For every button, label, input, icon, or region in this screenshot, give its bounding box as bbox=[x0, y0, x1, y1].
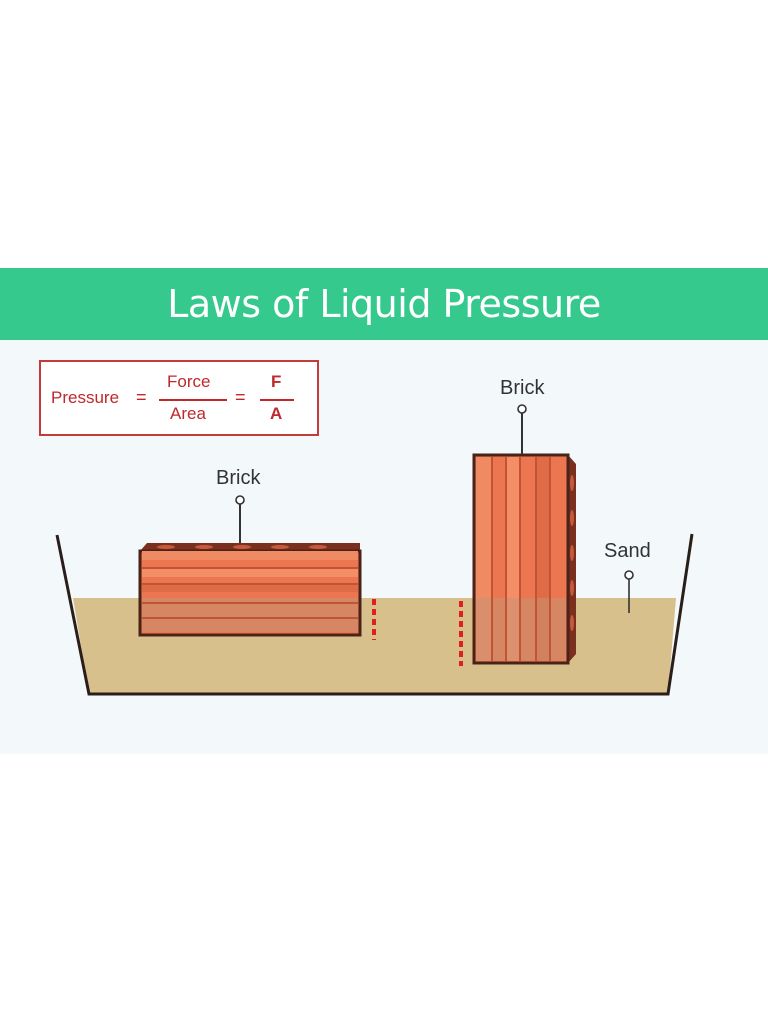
formula-fraction-bar bbox=[159, 399, 227, 401]
formula-force-label: Force bbox=[167, 372, 211, 391]
formula-equals-sign-2: = bbox=[235, 387, 246, 407]
tray-outline bbox=[55, 533, 694, 696]
horizontal-brick bbox=[138, 543, 362, 637]
vertical-brick bbox=[472, 453, 576, 665]
formula-symbol-fraction-bar bbox=[260, 399, 294, 401]
page-title: Laws of Liquid Pressure bbox=[167, 282, 601, 326]
pressure-formula-box: Pressure = Force Area = F A bbox=[39, 360, 319, 436]
title-banner: Laws of Liquid Pressure bbox=[0, 268, 768, 340]
diagram-figure: Laws of Liquid Pressure Pressure = Force… bbox=[0, 268, 768, 754]
formula-symbol-f: F bbox=[271, 372, 282, 391]
sand-marker bbox=[624, 570, 634, 580]
sand-label: Sand bbox=[604, 540, 651, 562]
formula-pressure-label: Pressure bbox=[51, 388, 120, 407]
brick-horizontal-label: Brick bbox=[216, 467, 261, 489]
brick-vertical-marker bbox=[517, 404, 527, 414]
formula-area-label: Area bbox=[170, 404, 206, 423]
brick-vertical-label: Brick bbox=[500, 377, 545, 399]
brick-horizontal-marker bbox=[235, 495, 245, 505]
brick-sand-scene bbox=[55, 404, 694, 696]
formula-symbol-a: A bbox=[270, 404, 283, 423]
formula-equals-sign: = bbox=[136, 387, 147, 407]
